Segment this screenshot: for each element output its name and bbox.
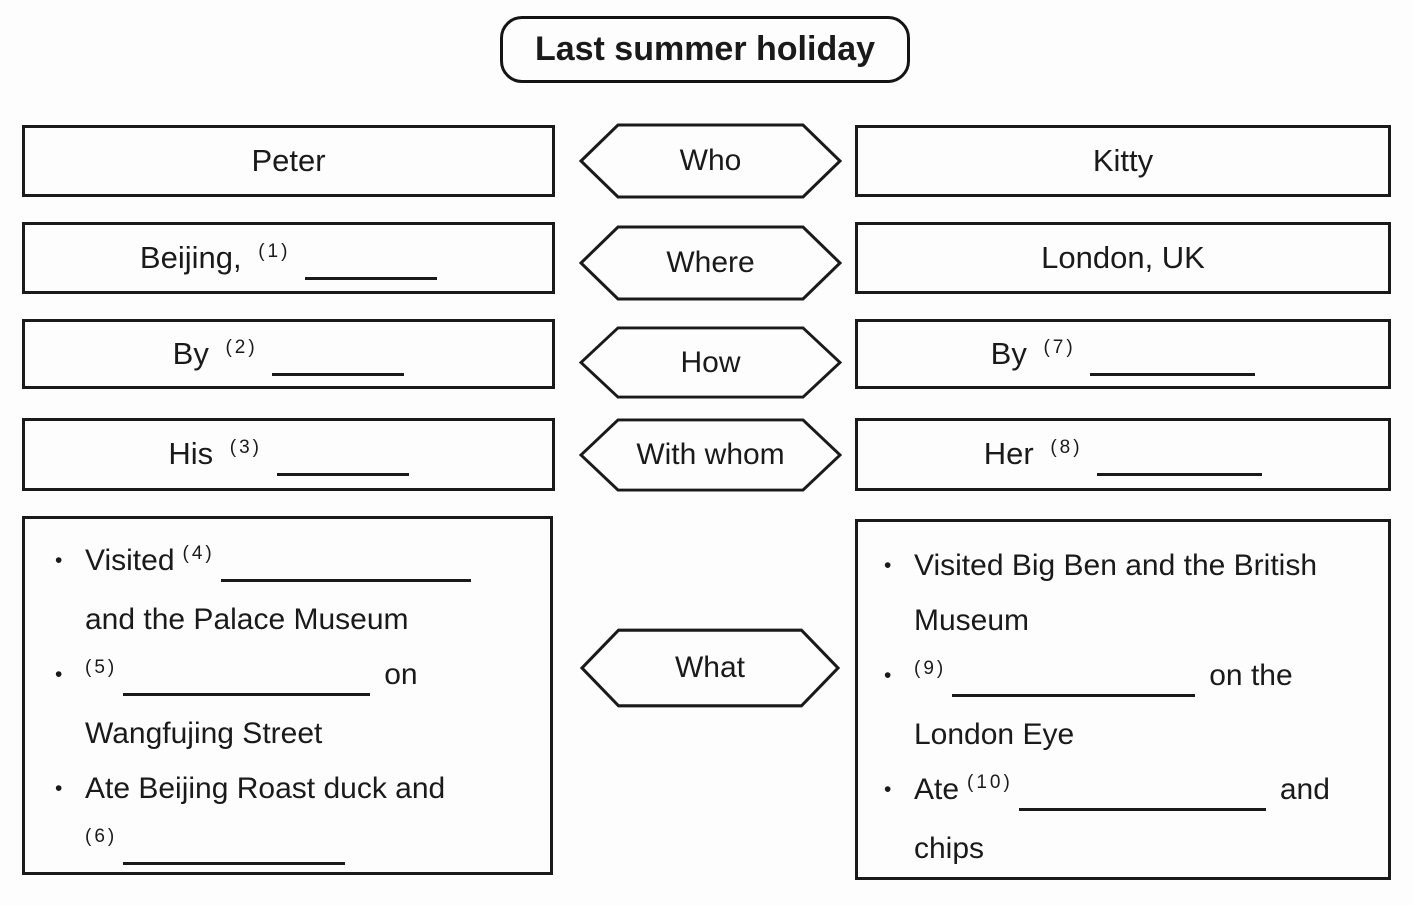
item-text: Wangfujing Street: [85, 717, 323, 750]
hexagon-what: What: [579, 627, 841, 709]
blank-number-3: (3): [229, 437, 262, 458]
hexagon-shape: [578, 123, 843, 199]
title-box: Last summer holiday: [500, 16, 910, 83]
blank-number-8: (8): [1050, 437, 1083, 458]
blank-number-9: (9): [914, 658, 947, 679]
peter-activities-box: • Visited (4) and the Palace Museum • (5)…: [22, 516, 553, 875]
box-his: His (3): [22, 418, 555, 491]
hexagon-where-label: Where: [666, 246, 755, 279]
list-item: • Ate Beijing Roast duck and (6): [55, 761, 544, 875]
hexagon-what-label: What: [674, 651, 746, 684]
item-text: Ate Beijing Roast duck and: [85, 772, 446, 805]
box-by-peter: By (2): [22, 319, 555, 389]
blank-number-10: (10): [967, 772, 1013, 793]
item-text: London Eye: [914, 718, 1075, 751]
hexagon-who-label: Who: [679, 144, 742, 177]
item-text: Ate: [914, 773, 960, 806]
bullet-icon: •: [55, 663, 63, 686]
blank-1: [305, 247, 438, 280]
blank-10: [1018, 778, 1266, 811]
bullet-icon: •: [55, 777, 63, 800]
item-text: chips: [914, 832, 985, 865]
bullet-icon: •: [884, 778, 892, 801]
bullet-icon: •: [55, 549, 63, 572]
blank-number-6: (6): [85, 826, 118, 847]
blank-4: [220, 549, 471, 582]
blank-number-5: (5): [85, 657, 118, 678]
blank-number-2: (2): [225, 337, 258, 358]
her-text: Her: [983, 436, 1034, 471]
blank-number-7: (7): [1043, 337, 1076, 358]
bullet-icon: •: [884, 554, 892, 577]
kitty-name: Kitty: [1092, 143, 1154, 178]
london-text: London, UK: [1041, 240, 1205, 275]
box-beijing: Beijing, (1): [22, 222, 555, 294]
box-by-kitty: By (7): [855, 319, 1391, 389]
list-item: • Ate (10) and chips: [884, 762, 1384, 876]
list-item: • (9) on the London Eye: [884, 648, 1384, 762]
hexagon-how: How: [578, 325, 843, 400]
peter-name: Peter: [251, 143, 326, 178]
item-text: on: [384, 658, 418, 691]
bullet-icon: •: [884, 664, 892, 687]
box-london: London, UK: [855, 222, 1391, 294]
by-text-right: By: [990, 336, 1027, 371]
blank-5: [123, 663, 371, 696]
hexagon-with-whom-label: With whom: [636, 438, 785, 471]
list-item: • (5) on Wangfujing Street: [55, 647, 544, 761]
blank-2: [272, 343, 405, 376]
list-item: • Visited Big Ben and the British Museum: [884, 538, 1384, 648]
blank-number-4: (4): [182, 543, 215, 564]
item-text: and: [1279, 773, 1330, 806]
blank-3: [276, 443, 409, 476]
by-text-left: By: [172, 336, 209, 371]
item-text: and the Palace Museum: [85, 603, 409, 636]
item-text: Visited Big Ben and the British: [914, 549, 1318, 582]
blank-6: [123, 832, 346, 865]
box-her: Her (8): [855, 418, 1391, 491]
hexagon-shape: [579, 628, 841, 708]
item-text: Museum: [914, 604, 1030, 637]
kitty-activities-box: • Visited Big Ben and the British Museum…: [855, 519, 1391, 880]
item-text: Visited: [85, 544, 175, 577]
box-peter: Peter: [22, 125, 555, 197]
beijing-text: Beijing,: [139, 240, 242, 275]
hexagon-shape: [578, 418, 843, 492]
page-title: Last summer holiday: [534, 30, 876, 68]
blank-number-1: (1): [258, 241, 291, 262]
blank-8: [1097, 443, 1263, 476]
hexagon-shape: [578, 326, 843, 399]
list-item: • Visited (4) and the Palace Museum: [55, 533, 544, 647]
hexagon-how-label: How: [680, 345, 741, 379]
blank-7: [1090, 343, 1256, 376]
blank-9: [952, 664, 1196, 697]
hexagon-where: Where: [578, 224, 843, 302]
his-text: His: [168, 436, 214, 471]
hexagon-with-whom: With whom: [578, 417, 843, 493]
hexagon-who: Who: [578, 122, 843, 200]
item-text: on the: [1209, 659, 1293, 692]
hexagon-shape: [578, 225, 843, 301]
box-kitty: Kitty: [855, 125, 1391, 197]
